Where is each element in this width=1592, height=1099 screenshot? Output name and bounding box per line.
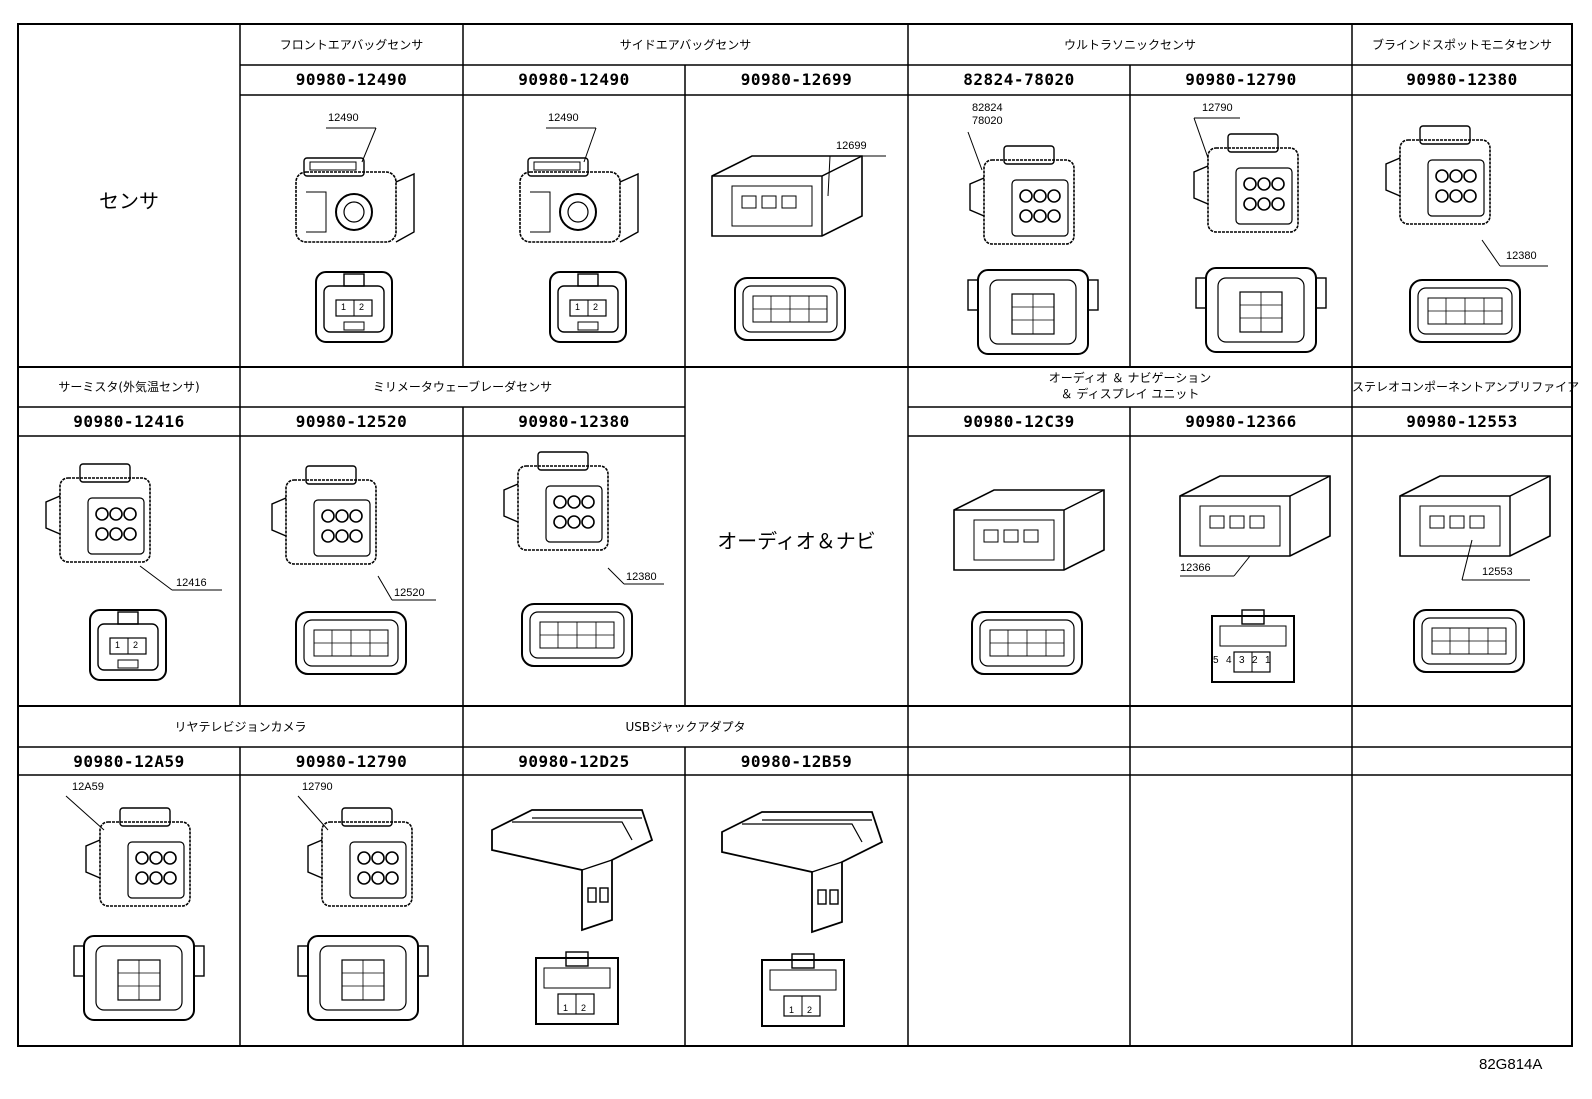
pin-label: 1 — [575, 302, 581, 312]
connector-drawing-12790 — [1193, 117, 1327, 353]
pin-label: 1 — [563, 1003, 569, 1013]
callout-label: 12380 — [626, 571, 657, 583]
callout-label: 12A59 — [72, 781, 104, 793]
row2-center-label: オーディオ＆ナビ — [717, 529, 876, 553]
pin-label: 2 — [581, 1003, 587, 1013]
connector-drawing-front-airbag — [295, 127, 415, 343]
chart-frame — [17, 23, 1573, 1047]
part-number: 90980-12416 — [73, 412, 185, 431]
callout-label: 12553 — [1482, 566, 1513, 578]
group-usb-adapter: USBジャックアダプタ — [625, 720, 746, 734]
group-mmw-radar: ミリメータウェーブレーダセンサ — [372, 380, 553, 394]
group-audio-navi: オーディオ ＆ ナビゲーション ＆ ディスプレイ ユニット — [1048, 371, 1212, 401]
callout-label: 12416 — [176, 577, 207, 589]
part-number: 90980-12699 — [740, 70, 853, 89]
connector-drawing-12C39 — [953, 489, 1105, 675]
part-number: 90980-12490 — [295, 70, 408, 89]
connector-drawing-side-airbag — [519, 127, 639, 343]
group-ultrasonic: ウルトラソニックセンサ — [1063, 38, 1196, 52]
group-bsm: ブラインドスポットモニタセンサ — [1371, 38, 1552, 52]
part-number: 90980-12D25 — [518, 752, 630, 771]
pin-label: 2 — [1252, 655, 1258, 666]
group-side-airbag: サイドエアバッグセンサ — [619, 38, 752, 52]
pin-label: 3 — [1239, 655, 1245, 666]
callout-label: 82824 78020 — [972, 102, 1003, 127]
part-number: 90980-12366 — [1185, 412, 1297, 431]
part-number: 90980-12790 — [295, 752, 408, 771]
connector-drawing-78020 — [967, 131, 1099, 355]
connector-drawing-12D25 — [491, 809, 653, 1025]
callout-label: 12790 — [302, 781, 333, 793]
connector-drawing-bsm-12380 — [1385, 125, 1548, 343]
part-number: 90980-12490 — [518, 70, 630, 89]
part-number: 90980-12553 — [1406, 412, 1518, 431]
pin-label: 1 — [789, 1005, 795, 1015]
pin-label: 4 — [1226, 655, 1232, 666]
part-number: 90980-12B59 — [740, 752, 853, 771]
part-number: 90980-12C39 — [963, 412, 1075, 431]
connector-drawing-12366 — [1179, 475, 1331, 683]
callout-label: 12790 — [1202, 102, 1233, 114]
group-rear-camera: リヤテレビジョンカメラ — [174, 720, 307, 734]
row1-left-label: センサ — [99, 189, 159, 213]
part-number: 90980-12A59 — [73, 752, 185, 771]
pin-label: 2 — [133, 640, 139, 650]
connector-drawing-12520 — [271, 465, 436, 675]
part-number: 90980-12380 — [518, 412, 630, 431]
callout-label: 12380 — [1506, 250, 1537, 262]
connector-drawing-12B59 — [721, 811, 883, 1027]
group-thermistor: サーミスタ(外気温センサ) — [58, 380, 200, 394]
connector-drawing-12416 — [45, 463, 222, 681]
callout-label: 12490 — [548, 112, 579, 124]
figure-reference-code: 82G814A — [1479, 1056, 1543, 1073]
part-number: 82824-78020 — [963, 70, 1075, 89]
callout-label: 12699 — [836, 140, 867, 152]
pin-label: 1 — [341, 302, 347, 312]
pin-label: 2 — [807, 1005, 813, 1015]
callout-label: 12490 — [328, 112, 359, 124]
pin-label: 2 — [359, 302, 365, 312]
part-number: 90980-12380 — [1406, 70, 1518, 89]
connector-drawing-12A59 — [65, 795, 205, 1021]
connector-drawing-12553 — [1399, 475, 1551, 673]
callout-label: 12366 — [1180, 562, 1211, 574]
part-number: 90980-12790 — [1185, 70, 1297, 89]
pin-label: 1 — [115, 640, 121, 650]
pin-label: 5 — [1213, 655, 1219, 666]
part-number: 90980-12520 — [295, 412, 408, 431]
group-front-airbag: フロントエアバッグセンサ — [279, 38, 424, 52]
pin-label: 2 — [593, 302, 599, 312]
connector-drawing-12699 — [711, 155, 886, 341]
connector-drawing-row3-12790 — [297, 795, 429, 1021]
callout-label: 12520 — [394, 587, 425, 599]
connector-drawing-radar-12380 — [503, 451, 664, 667]
group-stereo-amp: ステレオコンポーネントアンプリファイア — [1352, 380, 1580, 394]
pin-label: 1 — [1265, 655, 1271, 666]
